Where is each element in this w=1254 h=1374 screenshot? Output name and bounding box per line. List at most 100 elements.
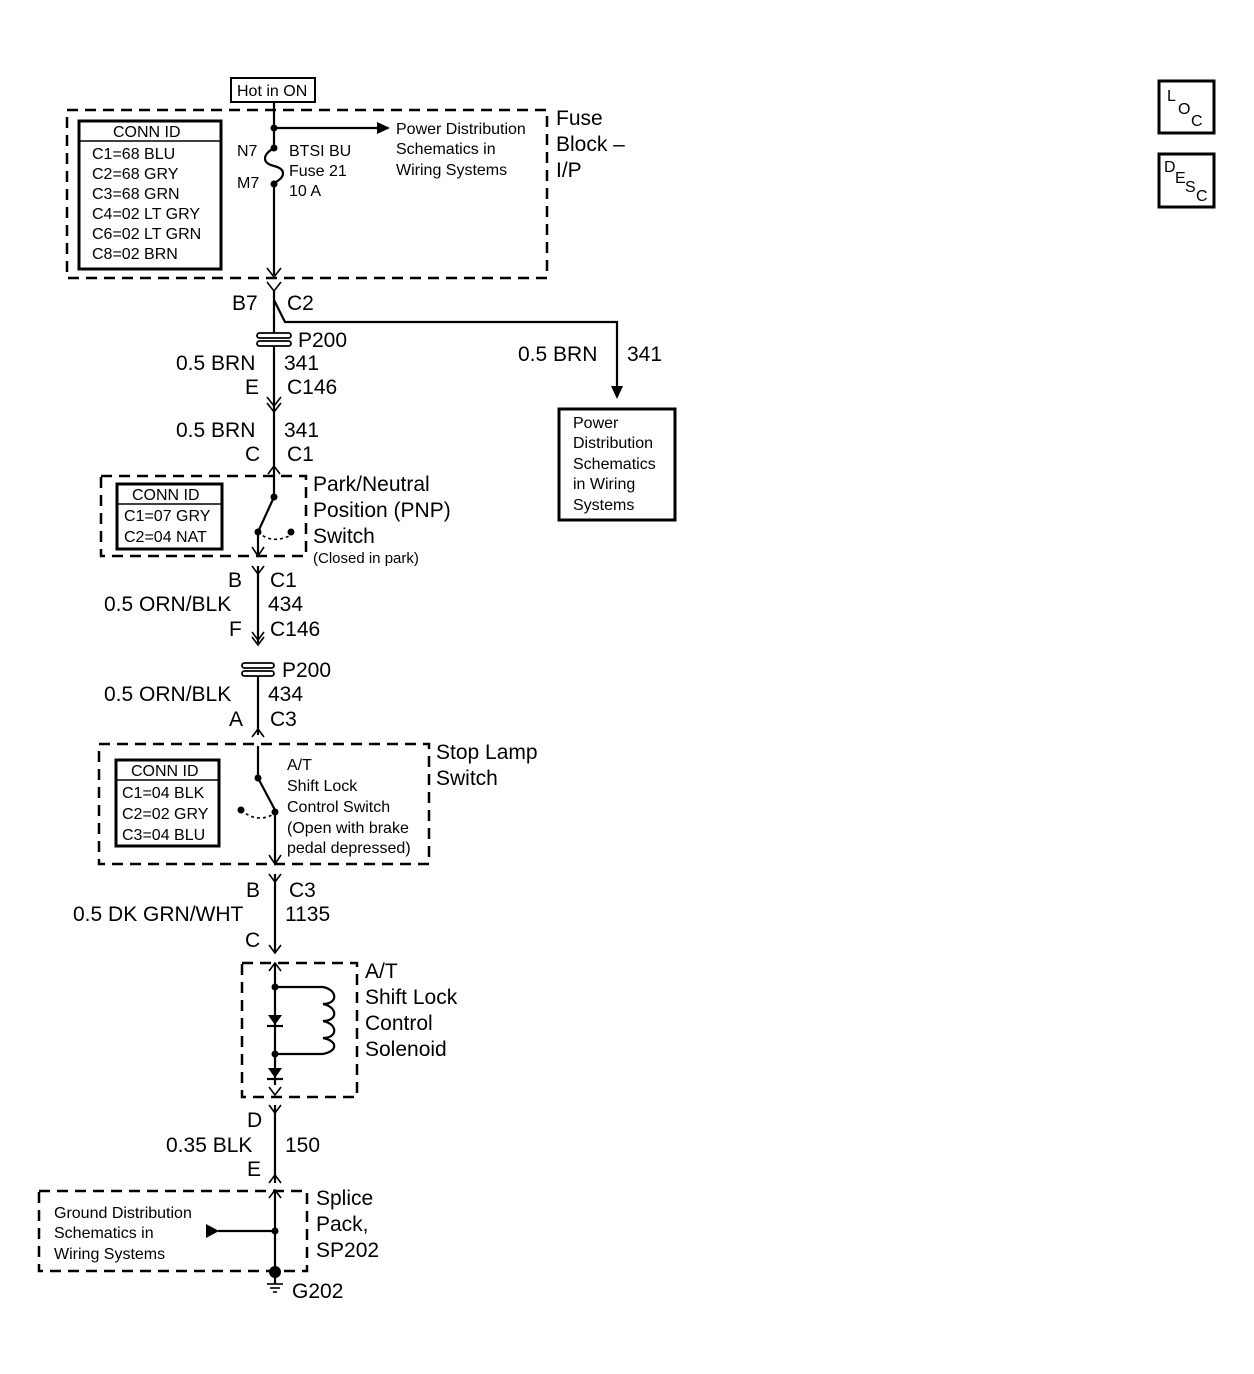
- splice-pack-sp202: Ground Distribution Schematics in Wiring…: [37, 1187, 379, 1273]
- p200-inline-icon-2: [241, 662, 275, 677]
- connector-e: E: [245, 376, 259, 399]
- connector-d: D: [247, 1109, 262, 1132]
- ground-g202-label: G202: [292, 1280, 343, 1303]
- connector-c146: C146: [287, 376, 337, 399]
- ground-icon: [267, 1266, 283, 1293]
- svg-text:Systems: Systems: [573, 497, 634, 514]
- desc-icon[interactable]: D E S C: [1157, 152, 1216, 209]
- shift-lock-switch-line-1: A/T: [287, 757, 312, 774]
- p200-label: P200: [298, 329, 347, 352]
- pnp-switch: CONN ID C1=07 GRY C2=04 NAT Park/Neutral…: [99, 470, 451, 567]
- connector-b7: B7: [232, 292, 258, 315]
- fuse-block-ip: CONN ID C1=68 BLU C2=68 GRY C3=68 GRN C4…: [65, 107, 625, 280]
- svg-text:C6=02 LT GRN: C6=02 LT GRN: [92, 226, 201, 243]
- pnp-name-line-2: Position (PNP): [313, 499, 451, 522]
- fuse-label-line-2: Fuse 21: [289, 163, 347, 180]
- wire-434-size: 0.5 ORN/BLK: [104, 593, 231, 616]
- wire-341-circuit: 341: [284, 352, 319, 375]
- loc-icon[interactable]: L O C: [1157, 79, 1216, 135]
- arrow-left-icon: [206, 1224, 219, 1238]
- svg-text:in Wiring: in Wiring: [573, 476, 635, 493]
- fuse-label-line-3: 10 A: [289, 183, 321, 200]
- pnp-switch-contact-icon: [256, 496, 276, 533]
- svg-text:CONN ID: CONN ID: [131, 763, 199, 780]
- fuse-label-line-1: BTSI BU: [289, 143, 351, 160]
- wire-341-circuit-2: 341: [284, 419, 319, 442]
- power-dist-ref-line-2: Schematics in: [396, 141, 496, 158]
- fuse-block-conn-id-table: CONN ID C1=68 BLU C2=68 GRY C3=68 GRN C4…: [77, 119, 223, 271]
- wire-150-size: 0.35 BLK: [166, 1134, 252, 1157]
- pnp-note: (Closed in park): [313, 550, 419, 567]
- stop-lamp-switch: CONN ID C1=04 BLK C2=02 GRY C3=04 BLU A/…: [97, 741, 538, 866]
- svg-text:C1=07 GRY: C1=07 GRY: [124, 508, 211, 525]
- fuse-block-name-line-2: Block –: [556, 133, 625, 156]
- svg-text:C3=04 BLU: C3=04 BLU: [122, 827, 205, 844]
- wire-434-circuit: 434: [268, 593, 303, 616]
- connector-e-2: E: [247, 1158, 261, 1181]
- stop-lamp-name-line-1: Stop Lamp: [436, 741, 538, 764]
- connector-c1: C1: [287, 443, 314, 466]
- svg-text:C8=02 BRN: C8=02 BRN: [92, 246, 178, 263]
- splice-name-line-2: Pack,: [316, 1213, 369, 1236]
- svg-text:C1=04 BLK: C1=04 BLK: [122, 785, 205, 802]
- svg-text:Hot in ON: Hot in ON: [237, 83, 307, 100]
- wire-341-size-2: 0.5 BRN: [176, 419, 255, 442]
- connector-c: C: [245, 443, 260, 466]
- arrow-right-icon: [377, 122, 390, 134]
- connector-c-2: C: [245, 929, 260, 952]
- solenoid-name-line-1: A/T: [365, 960, 398, 983]
- shift-lock-switch-line-3: Control Switch: [287, 799, 390, 816]
- stop-lamp-name-line-2: Switch: [436, 767, 498, 790]
- stop-lamp-switch-contact-icon: [257, 777, 276, 811]
- shift-lock-switch-line-5: pedal depressed): [287, 840, 411, 857]
- splice-name-line-3: SP202: [316, 1239, 379, 1262]
- wire-1135-size: 0.5 DK GRN/WHT: [73, 903, 244, 926]
- svg-text:Schematics: Schematics: [573, 456, 656, 473]
- connector-c146-2: C146: [270, 618, 320, 641]
- p200-inline-icon: [256, 332, 292, 347]
- connector-c3-2: C3: [289, 879, 316, 902]
- shift-lock-solenoid: A/T Shift Lock Control Solenoid: [240, 960, 458, 1099]
- pin-m7: M7: [237, 175, 259, 192]
- splice-name-line-1: Splice: [316, 1187, 373, 1210]
- connector-b-2: B: [246, 879, 260, 902]
- branch-wire-circuit: 341: [627, 343, 662, 366]
- diode-icon-2: [268, 1068, 282, 1078]
- svg-text:L: L: [1167, 88, 1176, 105]
- connector-c-c1-icon: [267, 464, 281, 475]
- connector-c2: C2: [287, 292, 314, 315]
- svg-text:C2=04 NAT: C2=04 NAT: [124, 529, 207, 546]
- arrow-down-icon: [611, 386, 623, 399]
- connector-a: A: [229, 708, 243, 731]
- wire-150-circuit: 150: [285, 1134, 320, 1157]
- svg-text:C2=02 GRY: C2=02 GRY: [122, 806, 209, 823]
- solenoid-coil-icon: [322, 985, 336, 1056]
- svg-text:C1=68 BLU: C1=68 BLU: [92, 146, 175, 163]
- connector-a-c3-icon: [251, 727, 265, 738]
- solenoid-name-line-3: Control: [365, 1012, 433, 1035]
- pin-n7: N7: [237, 143, 258, 160]
- connector-f-c146-icon: [251, 631, 265, 647]
- hot-in-on-label: Hot in ON: [230, 77, 316, 103]
- wire-434-size-2: 0.5 ORN/BLK: [104, 683, 231, 706]
- svg-text:CONN ID: CONN ID: [113, 124, 181, 141]
- power-distribution-ref-box: Power Distribution Schematics in Wiring …: [557, 407, 677, 522]
- fuse-block-name-line-1: Fuse: [556, 107, 603, 130]
- svg-text:C: C: [1191, 113, 1203, 130]
- pnp-name-line-3: Switch: [313, 525, 375, 548]
- branch-wire-size: 0.5 BRN: [518, 343, 597, 366]
- connector-e-icon: [268, 1173, 282, 1184]
- fuse-icon: [263, 147, 285, 184]
- ground-dist-ref-line-1: Ground Distribution: [54, 1205, 192, 1222]
- solenoid-name-line-2: Shift Lock: [365, 986, 458, 1009]
- connector-c1-2: C1: [270, 569, 297, 592]
- connector-b: B: [228, 569, 242, 592]
- svg-text:O: O: [1178, 101, 1190, 118]
- svg-text:D: D: [1164, 159, 1176, 176]
- svg-text:Distribution: Distribution: [573, 435, 653, 452]
- solenoid-name-line-4: Solenoid: [365, 1038, 447, 1061]
- svg-text:C3=68 GRN: C3=68 GRN: [92, 186, 180, 203]
- wire-341-size: 0.5 BRN: [176, 352, 255, 375]
- connector-c-icon: [268, 944, 282, 955]
